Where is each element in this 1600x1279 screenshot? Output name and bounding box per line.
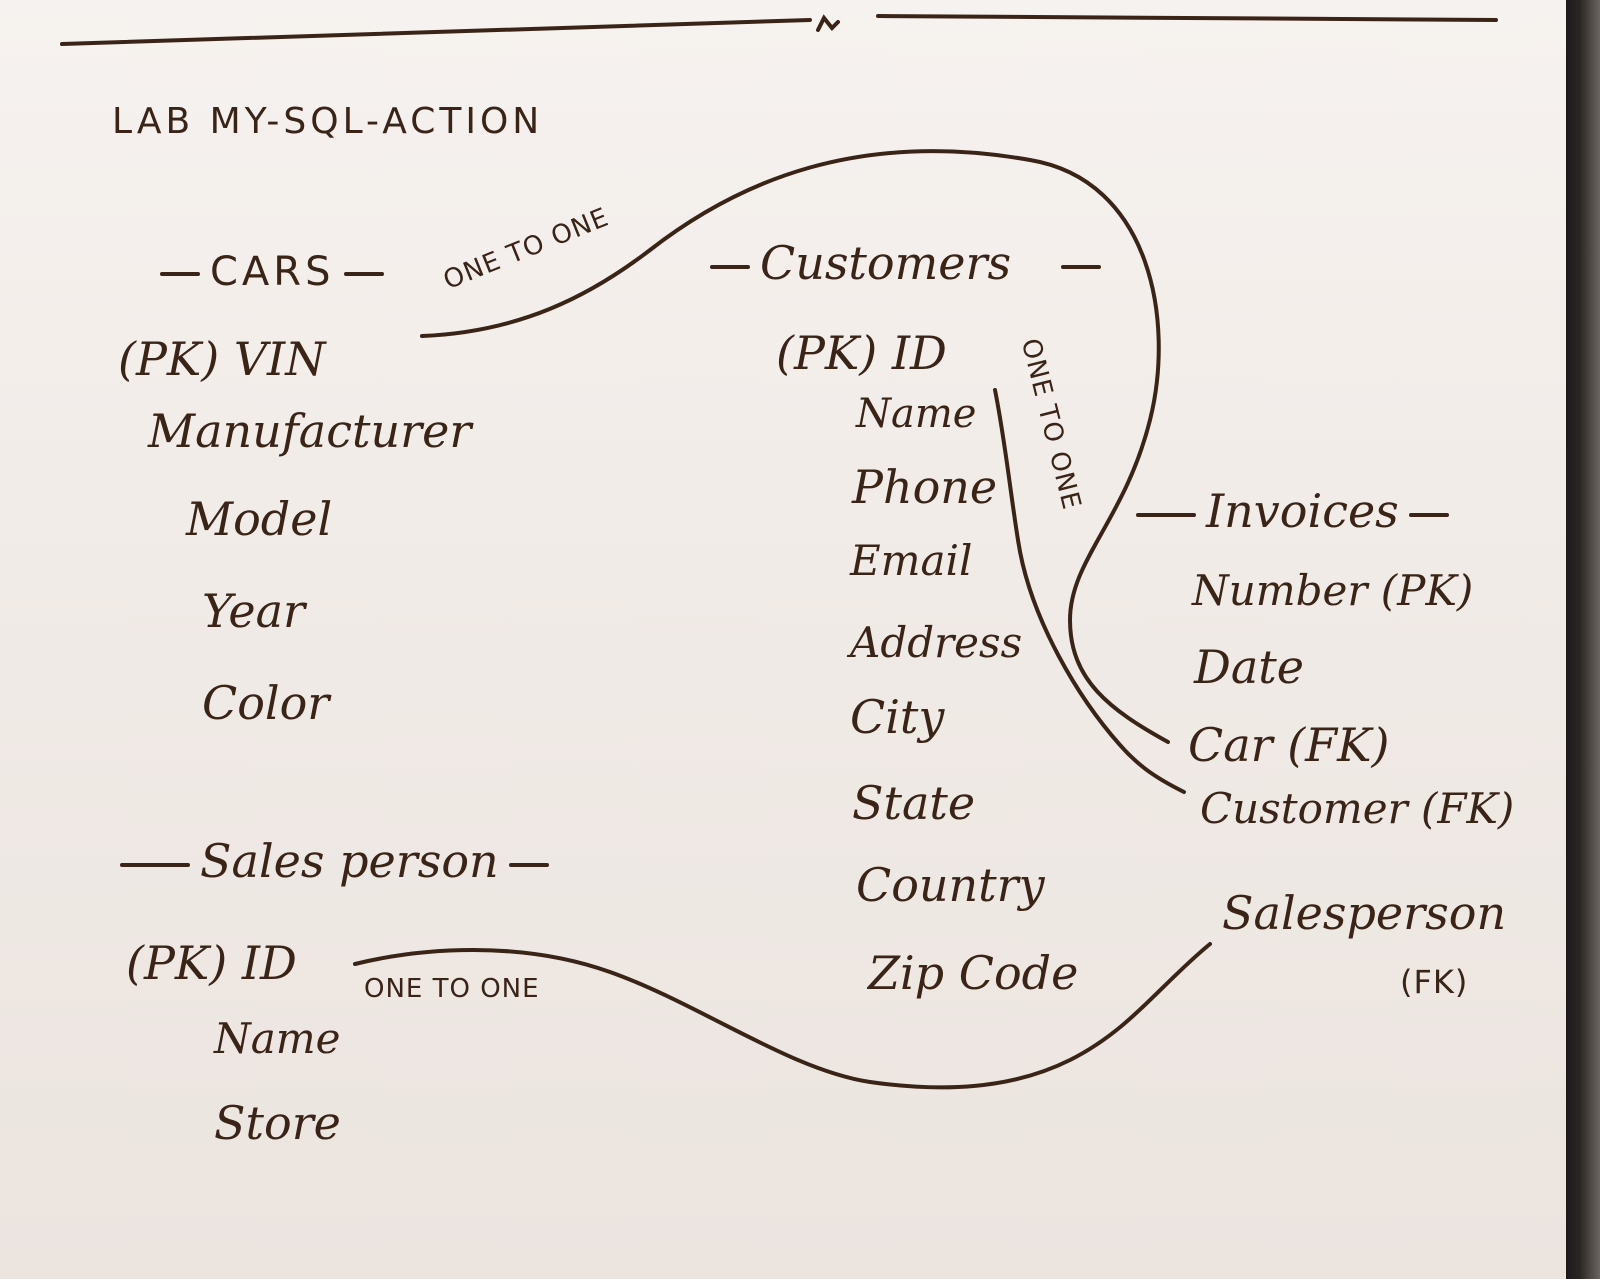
- heading-dash: [1061, 265, 1102, 269]
- invoices-field-car: Car (FK): [1188, 718, 1390, 772]
- salesperson-heading: Sales person: [110, 838, 559, 884]
- customers-field-country: Country: [856, 858, 1045, 912]
- relation-line-cars-invoices: [420, 149, 1170, 744]
- customers-field-name: Name: [856, 391, 977, 437]
- customers-heading-label: Customers: [760, 236, 1012, 290]
- heading-dash: [1136, 513, 1196, 517]
- cars-field-vin: (PK) VIN: [118, 332, 326, 386]
- invoices-heading: Invoices: [1126, 488, 1459, 534]
- heading-dash: [120, 863, 190, 867]
- relation-line-salesperson-invoices: [353, 942, 1212, 1090]
- paper-edge-shadow: [1566, 0, 1600, 1279]
- customers-field-id: (PK) ID: [776, 326, 947, 380]
- cars-field-model: Model: [186, 492, 333, 546]
- relation-line-customers-invoices: [993, 388, 1186, 794]
- cars-field-manufacturer: Manufacturer: [148, 404, 472, 458]
- cars-field-color: Color: [202, 676, 330, 730]
- customers-field-city: City: [850, 690, 945, 744]
- top-rule-left: [60, 18, 812, 46]
- salesperson-heading-label: Sales person: [200, 834, 499, 888]
- customers-field-zip-code: Zip Code: [868, 946, 1079, 1000]
- cars-heading-label: CARS: [210, 249, 335, 295]
- cars-field-year: Year: [202, 584, 306, 638]
- invoices-field-salesperson-fk: (FK): [1400, 963, 1469, 1001]
- invoices-field-salesperson: Salesperson: [1222, 886, 1507, 940]
- heading-dash: [344, 272, 385, 276]
- customers-field-email: Email: [850, 536, 973, 585]
- salesperson-field-id: (PK) ID: [126, 936, 297, 990]
- salesperson-field-name: Name: [214, 1014, 341, 1063]
- salesperson-field-store: Store: [214, 1096, 341, 1150]
- customers-field-phone: Phone: [852, 460, 998, 514]
- heading-dash: [508, 863, 549, 867]
- invoices-field-date: Date: [1194, 640, 1305, 694]
- invoices-heading-label: Invoices: [1206, 484, 1399, 538]
- customers-field-address: Address: [850, 618, 1023, 667]
- paper-sheet: [0, 0, 1566, 1279]
- page-title: LAB MY-SQL-ACTION: [112, 101, 544, 142]
- heading-dash: [1408, 513, 1449, 517]
- cars-heading: CARS: [150, 252, 394, 292]
- customers-field-state: State: [852, 776, 976, 830]
- heading-dash: [160, 272, 200, 276]
- customers-heading: Customers: [700, 240, 1111, 286]
- top-rule-right: [876, 14, 1498, 22]
- heading-dash: [710, 265, 750, 269]
- invoices-field-customer: Customer (FK): [1200, 784, 1515, 833]
- relationship-lines: [60, 14, 1498, 1090]
- top-rule-mark: [816, 14, 840, 32]
- invoices-field-number: Number (PK): [1192, 566, 1474, 615]
- relation-label-salesperson-invoices: ONE TO ONE: [364, 974, 540, 1004]
